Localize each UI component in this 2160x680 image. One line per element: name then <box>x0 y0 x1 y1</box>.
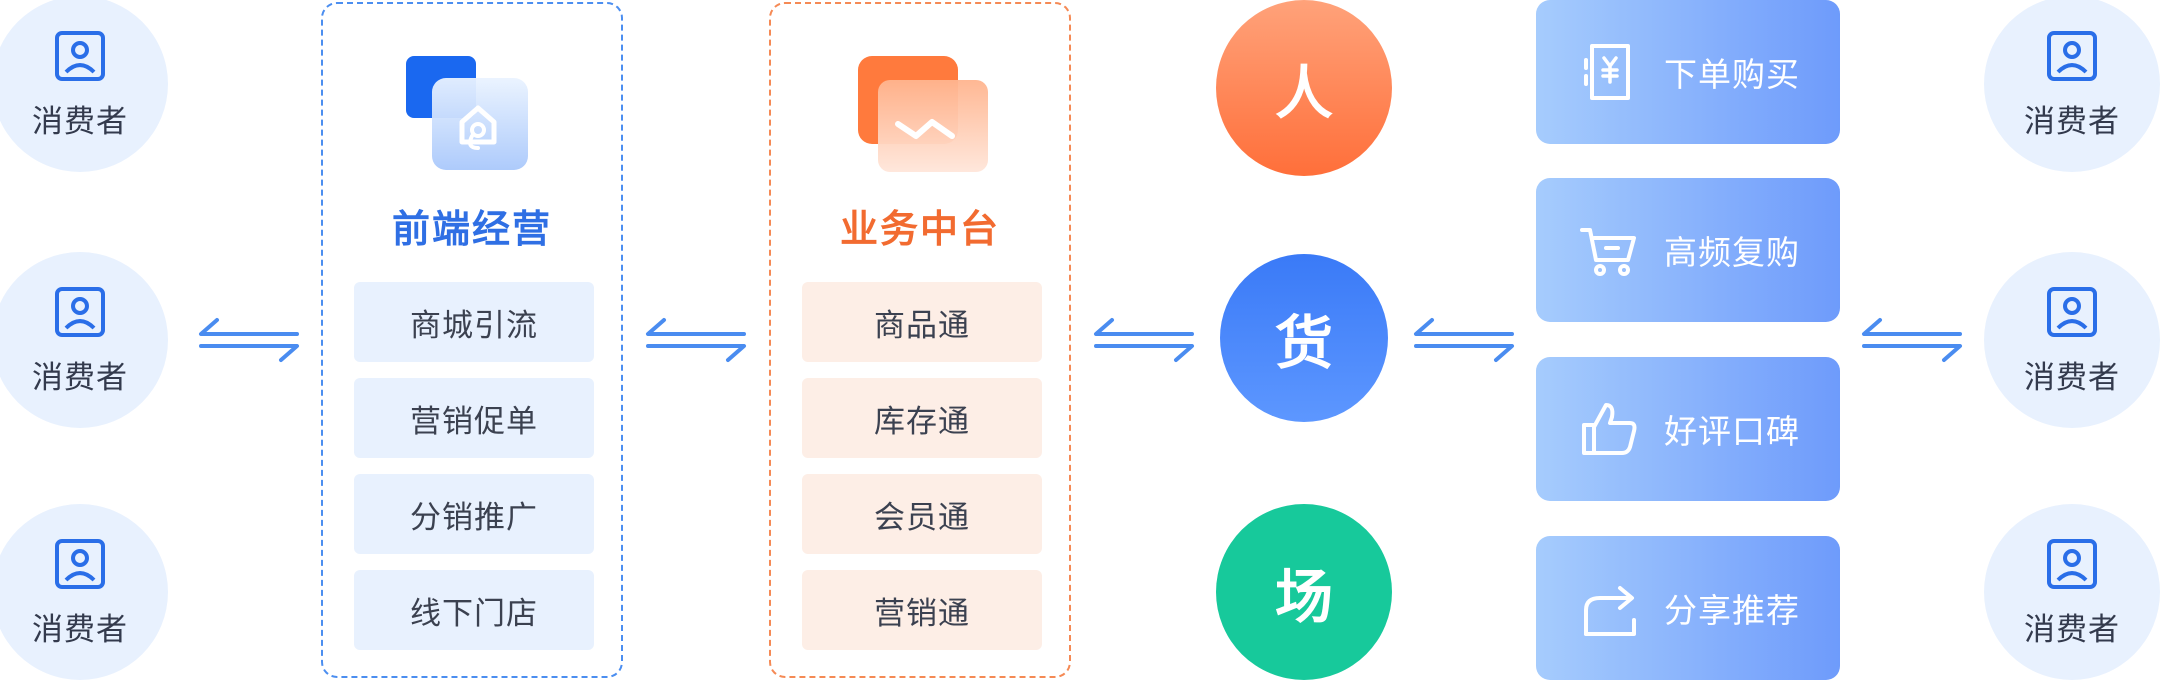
thumbs-up-icon <box>1582 403 1637 455</box>
panel-item: 商品通 <box>802 282 1042 362</box>
panel-item: 库存通 <box>802 378 1042 458</box>
benefit-label: 分享推荐 <box>1664 591 1800 630</box>
business-middle-platform-panel: 业务中台 商品通 库存通 会员通 营销通 <box>769 2 1071 678</box>
receipt-yen-icon <box>1584 44 1630 100</box>
consumer-label: 消费者 <box>32 103 128 140</box>
storefront-logo-icon <box>406 56 528 170</box>
shopping-cart-icon <box>1580 228 1636 276</box>
user-profile-icon <box>2047 286 2097 337</box>
consumer-node-left-2: 消费者 <box>0 252 168 428</box>
bidirectional-arrow-icon <box>1862 318 1962 362</box>
user-profile-icon <box>2047 538 2097 589</box>
consumer-label: 消费者 <box>2024 359 2120 396</box>
benefit-label: 下单购买 <box>1664 55 1800 94</box>
platform-window-logo-icon <box>858 56 988 172</box>
consumer-node-left-3: 消费者 <box>0 504 168 680</box>
benefit-card-share: 分享推荐 <box>1536 536 1840 680</box>
consumer-label: 消费者 <box>2024 103 2120 140</box>
consumer-node-right-2: 消费者 <box>1984 252 2160 428</box>
panel-item: 营销通 <box>802 570 1042 650</box>
share-icon <box>1584 586 1636 636</box>
bidirectional-arrow-icon <box>199 318 299 362</box>
bidirectional-arrow-icon <box>1414 318 1514 362</box>
panel-item: 商城引流 <box>354 282 594 362</box>
panel-item: 会员通 <box>802 474 1042 554</box>
user-profile-icon <box>55 30 105 81</box>
bidirectional-arrow-icon <box>646 318 746 362</box>
pillar-scene: 场 <box>1216 504 1392 680</box>
front-operations-panel: 前端经营 商城引流 营销促单 分销推广 线下门店 <box>321 2 623 678</box>
panel-item: 营销促单 <box>354 378 594 458</box>
consumer-label: 消费者 <box>32 611 128 648</box>
consumer-node-right-1: 消费者 <box>1984 0 2160 172</box>
panel-item: 分销推广 <box>354 474 594 554</box>
benefit-card-reputation: 好评口碑 <box>1536 357 1840 501</box>
user-profile-icon <box>55 286 105 337</box>
panel-title: 业务中台 <box>839 207 1000 251</box>
pillar-goods: 货 <box>1220 254 1388 422</box>
benefit-label: 高频复购 <box>1664 233 1800 272</box>
consumer-label: 消费者 <box>32 359 128 396</box>
user-profile-icon <box>2047 30 2097 81</box>
panel-title: 前端经营 <box>391 207 552 251</box>
consumer-node-right-3: 消费者 <box>1984 504 2160 680</box>
pillar-people: 人 <box>1216 0 1392 176</box>
benefit-label: 好评口碑 <box>1664 412 1800 451</box>
user-profile-icon <box>55 538 105 589</box>
benefit-card-purchase: 下单购买 <box>1536 0 1840 144</box>
panel-item: 线下门店 <box>354 570 594 650</box>
benefit-card-repurchase: 高频复购 <box>1536 178 1840 322</box>
consumer-label: 消费者 <box>2024 611 2120 648</box>
consumer-node-left-1: 消费者 <box>0 0 168 172</box>
bidirectional-arrow-icon <box>1094 318 1194 362</box>
